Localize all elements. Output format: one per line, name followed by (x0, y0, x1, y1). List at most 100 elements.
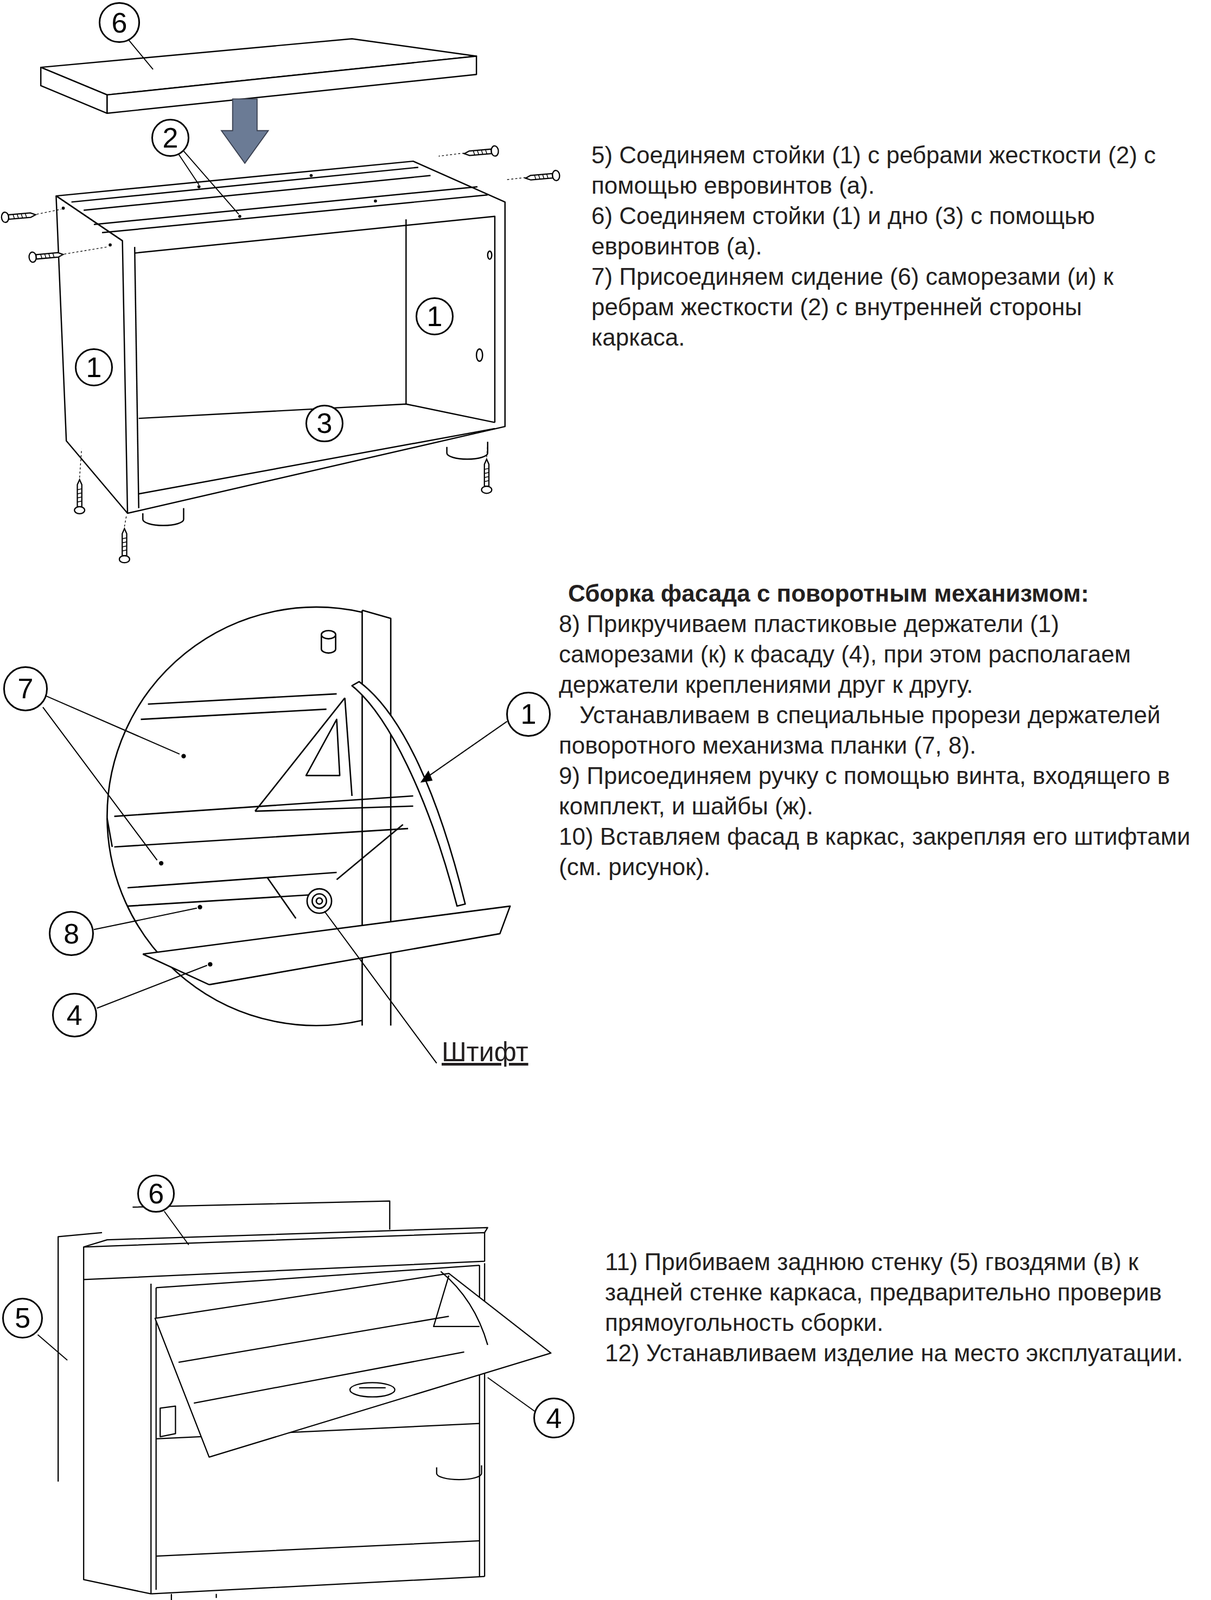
leader-lines (128, 39, 239, 215)
leader-heads (158, 753, 433, 967)
cabinet-frame-part (447, 441, 488, 460)
dashed-guides-part (79, 444, 488, 527)
cabinet-frame-part (487, 251, 493, 260)
leader-heads-part (181, 753, 186, 758)
instruction-step: 8) Прикручиваем пластиковые держатели (1… (558, 608, 1200, 700)
cabinet-frame-part (134, 246, 139, 508)
cabinet-frame-part (134, 216, 495, 423)
instruction-step: 5) Соединяем стойки (1) с ребрами жестко… (591, 139, 1178, 201)
callout-text: 3 (316, 409, 333, 438)
detail-view-part (127, 872, 337, 907)
instruction-step: 10) Вставляем фасад в каркас, закрепляя … (558, 821, 1200, 883)
detail-leaders-part (426, 721, 508, 778)
cabinet-frame-part (476, 348, 483, 362)
instruction-step: 9) Присоединяем ручку с помощью винта, в… (558, 760, 1200, 822)
callout-number: 2 (151, 118, 190, 157)
instruction-step: 12) Устанавливаем изделие на место экспл… (604, 1337, 1191, 1369)
finished-cabinet-part (150, 1540, 485, 1595)
callout-text: 4 (546, 1404, 563, 1433)
finished-cabinet-part (359, 1387, 386, 1389)
screw-holes-part (197, 185, 201, 189)
finished-cabinet-part (436, 1465, 482, 1480)
cabinet-frame-part (405, 219, 407, 404)
euro-screws-part (463, 145, 499, 159)
dashed-guides (36, 153, 526, 527)
screw-holes-part (309, 174, 314, 178)
finished-cabinet-part (150, 1283, 156, 1595)
euro-screws-part (525, 170, 560, 184)
screw-holes-part (373, 199, 378, 203)
finished-cabinet-part (83, 1232, 485, 1280)
finished-cabinet-part (349, 1382, 395, 1397)
text-column: 11) Прибиваем заднюю стенку (5) гвоздями… (604, 1246, 1191, 1369)
euro-screws-part (481, 459, 493, 494)
final-leaders-part (37, 1334, 68, 1361)
cabinet-frame (55, 161, 505, 526)
instruction-step: 11) Прибиваем заднюю стенку (5) гвоздями… (604, 1246, 1191, 1338)
callout-text: 1 (426, 302, 443, 331)
callout-number: 1 (74, 348, 113, 387)
finished-cabinet-part (178, 1316, 465, 1404)
seat-board-part (40, 67, 107, 114)
callout-number: 7 (3, 666, 49, 712)
euro-screws-part (74, 479, 85, 514)
finished-cabinet-part (160, 1406, 176, 1437)
dashed-guides-part (36, 153, 526, 254)
detail-leaders-part (97, 965, 208, 1009)
final-leaders-part (164, 1211, 189, 1245)
callout-number: 3 (305, 404, 344, 443)
callout-number: 5 (2, 1297, 43, 1339)
callout-text: 8 (63, 919, 80, 948)
text-column: Сборка фасада с поворотным механизмом:8)… (558, 578, 1200, 883)
cabinet-frame-part (142, 508, 184, 526)
callout-number: 1 (415, 297, 454, 336)
leader-lines-part (178, 150, 239, 215)
leader-heads-part (207, 961, 213, 967)
screw-holes-part (61, 206, 66, 210)
euro-screws-part (119, 528, 130, 563)
part-label: Штифт (441, 1037, 583, 1068)
finished-cabinet-part (83, 1279, 151, 1594)
detail-view-part (142, 906, 511, 985)
callout-text: 4 (66, 1001, 83, 1030)
final-leaders-part (487, 1377, 535, 1412)
detail-view-part (352, 681, 466, 907)
section-heading: Сборка фасада с поворотным механизмом: (558, 578, 1200, 609)
cabinet-frame-part (93, 186, 488, 233)
seat-board-part (106, 55, 477, 113)
final-leaders (37, 1211, 535, 1412)
callout-number: 6 (98, 2, 140, 43)
cabinet-frame-part (71, 167, 431, 210)
cabinet-frame-part (55, 195, 128, 514)
leader-heads-part (158, 861, 164, 866)
callout-text: 1 (86, 353, 103, 382)
detail-view-part (140, 693, 337, 720)
instruction-step: 6) Соединяем стойки (1) и дно (3) с помо… (591, 200, 1178, 262)
leader-heads-part (197, 904, 202, 910)
callout-text: 6 (148, 1179, 164, 1208)
leader-lines-part (128, 39, 154, 70)
detail-view-part (316, 897, 323, 904)
text-column: Штифт (441, 1037, 583, 1068)
detail-view-part (306, 719, 340, 776)
instruction-step: 7) Присоединяем сидение (6) саморезами (… (591, 261, 1178, 353)
leader-heads-part (420, 770, 433, 783)
instruction-step: Устанавливаем в специальные прорези держ… (558, 699, 1200, 761)
callout-text: 7 (17, 674, 34, 703)
callout-number: 6 (137, 1174, 176, 1213)
euro-screws-part (28, 249, 64, 263)
finished-cabinet-part (155, 1273, 552, 1458)
detail-leaders-part (93, 908, 197, 930)
detail-view-part (267, 824, 404, 919)
detail-view-part (321, 630, 336, 639)
text-column: 5) Соединяем стойки (1) с ребрами жестко… (591, 139, 1178, 353)
detail-leaders-part (42, 696, 180, 861)
screw-holes-part (238, 214, 242, 219)
detail-leaders (42, 696, 508, 1064)
detail-leaders-part (324, 911, 437, 1064)
screw-holes-part (108, 243, 112, 247)
callout-number: 1 (506, 691, 552, 737)
detail-view-part (311, 894, 327, 909)
detail-view (106, 607, 511, 1026)
detail-view-part (307, 888, 332, 914)
